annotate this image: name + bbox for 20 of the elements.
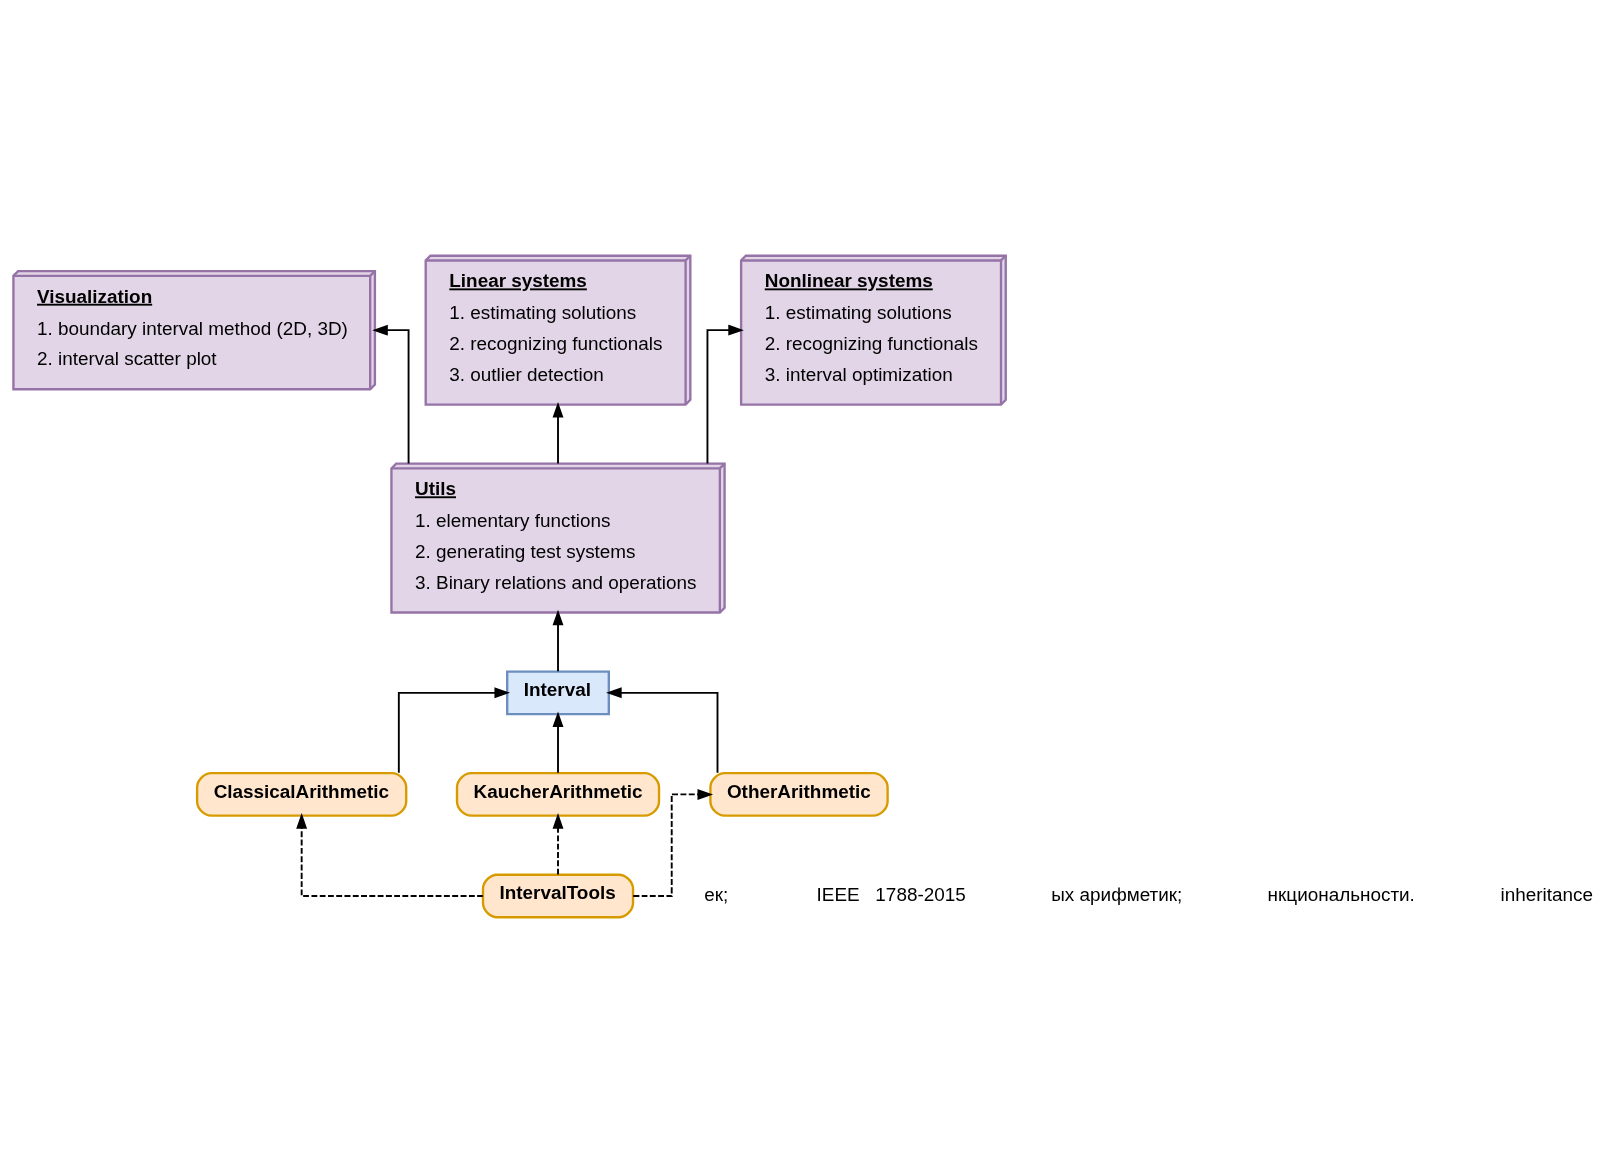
- label: IEEE 1788-2015: [816, 883, 966, 905]
- node-box: KaucherArithmetic: [455, 771, 661, 817]
- arrow: [552, 401, 564, 465]
- arrow: [552, 813, 564, 876]
- label: ых арифметик;: [1051, 883, 1183, 905]
- arrow: [706, 324, 744, 465]
- label: inheritance: [1500, 883, 1593, 905]
- label: нкциональности.: [1267, 883, 1415, 905]
- arrow: [632, 788, 714, 897]
- arrow: [552, 609, 564, 673]
- arrow: [296, 813, 484, 897]
- node-box: OtherArithmetic: [709, 771, 889, 817]
- node-box: Interval: [506, 670, 610, 716]
- node-box: IntervalTools: [481, 873, 635, 919]
- arrow: [606, 687, 719, 774]
- arrow: [372, 324, 410, 465]
- label: ек;: [704, 883, 729, 905]
- node-box: ClassicalArithmetic: [195, 771, 408, 817]
- arrow: [397, 687, 511, 774]
- arrow: [552, 711, 564, 774]
